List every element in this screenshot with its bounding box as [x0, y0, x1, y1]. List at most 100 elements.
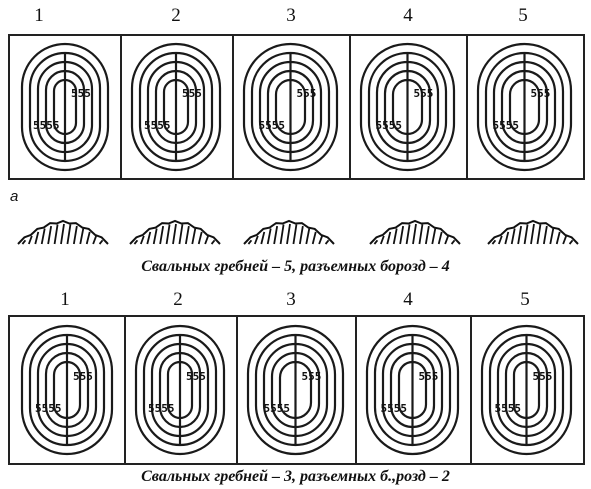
ridge-hatch — [326, 240, 329, 244]
ridge-hatch — [93, 236, 96, 244]
ridge-hatch — [199, 232, 202, 244]
ridge-hatch — [205, 236, 208, 244]
ridge-hatch — [452, 240, 455, 244]
furrow-mark-lower: 5555 — [495, 402, 522, 415]
ridge-hatch — [248, 240, 251, 244]
ridge-hatch — [544, 226, 547, 244]
caption-a: Свальных гребней – 5, разъемных борозд –… — [0, 258, 591, 276]
caption-b: Свальных гребней – 3, разъемных б.,розд … — [0, 468, 591, 486]
furrow-mark-lower: 5555 — [35, 402, 62, 415]
ridge-hatch — [141, 236, 144, 244]
ridge-hatch — [499, 236, 502, 244]
ridge-hatch — [67, 225, 70, 244]
furrow-mark-upper: 555 — [186, 370, 206, 383]
ridge-hatch — [268, 229, 271, 244]
ridge-hatch — [407, 225, 410, 244]
ridge-hatch — [518, 226, 521, 244]
ridge-hatch — [61, 224, 64, 244]
ridge-hatch — [147, 232, 150, 244]
ridge-hatch — [313, 232, 316, 244]
field-plan-b3: 5555555 — [240, 320, 351, 460]
field-number-3: 3 — [276, 290, 306, 310]
ridge-profile-2 — [130, 220, 220, 244]
ridge-hatch — [531, 224, 534, 244]
ridge-hatch — [87, 232, 90, 244]
furrow-mark-upper: 555 — [182, 87, 202, 100]
furrow-mark-upper: 555 — [419, 370, 439, 383]
furrow-mark-upper: 555 — [302, 370, 322, 383]
furrow-mark-lower: 5555 — [493, 119, 520, 132]
field-divider — [349, 34, 351, 180]
ridge-hatch — [319, 236, 322, 244]
ridge-hatch — [387, 232, 390, 244]
ridge-profile-5 — [488, 220, 578, 244]
field-divider — [355, 315, 357, 465]
ridge-hatch — [134, 240, 137, 244]
ridge-hatch — [74, 226, 77, 244]
field-number-5: 5 — [510, 290, 540, 310]
field-divider — [124, 315, 126, 465]
ridge-hatch — [570, 240, 573, 244]
field-number-1: 1 — [24, 6, 54, 26]
ridge-hatch — [426, 226, 429, 244]
ridge-profile-1 — [18, 220, 108, 244]
furrow-mark-lower: 5555 — [144, 119, 171, 132]
ridge-hatch — [505, 232, 508, 244]
ridge-hatch — [80, 229, 83, 244]
ridge-hatch — [42, 229, 45, 244]
field-number-2: 2 — [163, 290, 193, 310]
ridge-hatch — [167, 225, 170, 244]
ridge-hatch — [400, 226, 403, 244]
field-number-5: 5 — [508, 6, 538, 26]
part-label-a: а — [10, 188, 18, 205]
ridge-hatch — [445, 236, 448, 244]
ridge-profile-4 — [370, 220, 460, 244]
furrow-mark-lower: 5555 — [33, 119, 60, 132]
ridge-hatch — [281, 225, 284, 244]
ridge-hatch — [394, 229, 397, 244]
ridge-hatch — [300, 226, 303, 244]
ridge-hatch — [173, 224, 176, 244]
ridge-hatch — [550, 229, 553, 244]
furrow-mark-upper: 555 — [73, 370, 93, 383]
furrow-mark-upper: 555 — [533, 370, 553, 383]
field-divider — [236, 315, 238, 465]
furrow-mark-upper: 555 — [531, 87, 551, 100]
field-divider — [466, 34, 468, 180]
furrow-mark-lower: 5555 — [264, 402, 291, 415]
ridge-hatch — [287, 224, 290, 244]
field-divider — [470, 315, 472, 465]
furrow-mark-lower: 5555 — [381, 402, 408, 415]
ridge-hatch — [563, 236, 566, 244]
ridge-hatch — [492, 240, 495, 244]
furrow-mark-upper: 555 — [71, 87, 91, 100]
ridge-hatch — [55, 225, 58, 244]
field-divider — [232, 34, 234, 180]
field-plan-a2: 5555555 — [124, 38, 228, 176]
ridge-hatch — [48, 226, 51, 244]
ridge-hatch — [306, 229, 309, 244]
furrow-mark-lower: 5555 — [148, 402, 175, 415]
ridge-hatch — [22, 240, 25, 244]
ridge-hatch — [154, 229, 157, 244]
ridge-hatch — [525, 225, 528, 244]
field-divider — [120, 34, 122, 180]
ridge-hatch — [293, 225, 296, 244]
ridge-hatch — [432, 229, 435, 244]
ridge-hatch — [557, 232, 560, 244]
ridge-hatch — [192, 229, 195, 244]
field-number-4: 4 — [393, 6, 423, 26]
ridge-hatch — [160, 226, 163, 244]
field-number-2: 2 — [161, 6, 191, 26]
ridge-hatch — [35, 232, 38, 244]
furrow-mark-upper: 555 — [414, 87, 434, 100]
ridge-hatch — [100, 240, 103, 244]
ridge-hatch — [381, 236, 384, 244]
ridge-profile-3 — [244, 220, 334, 244]
ridge-hatch — [512, 229, 515, 244]
